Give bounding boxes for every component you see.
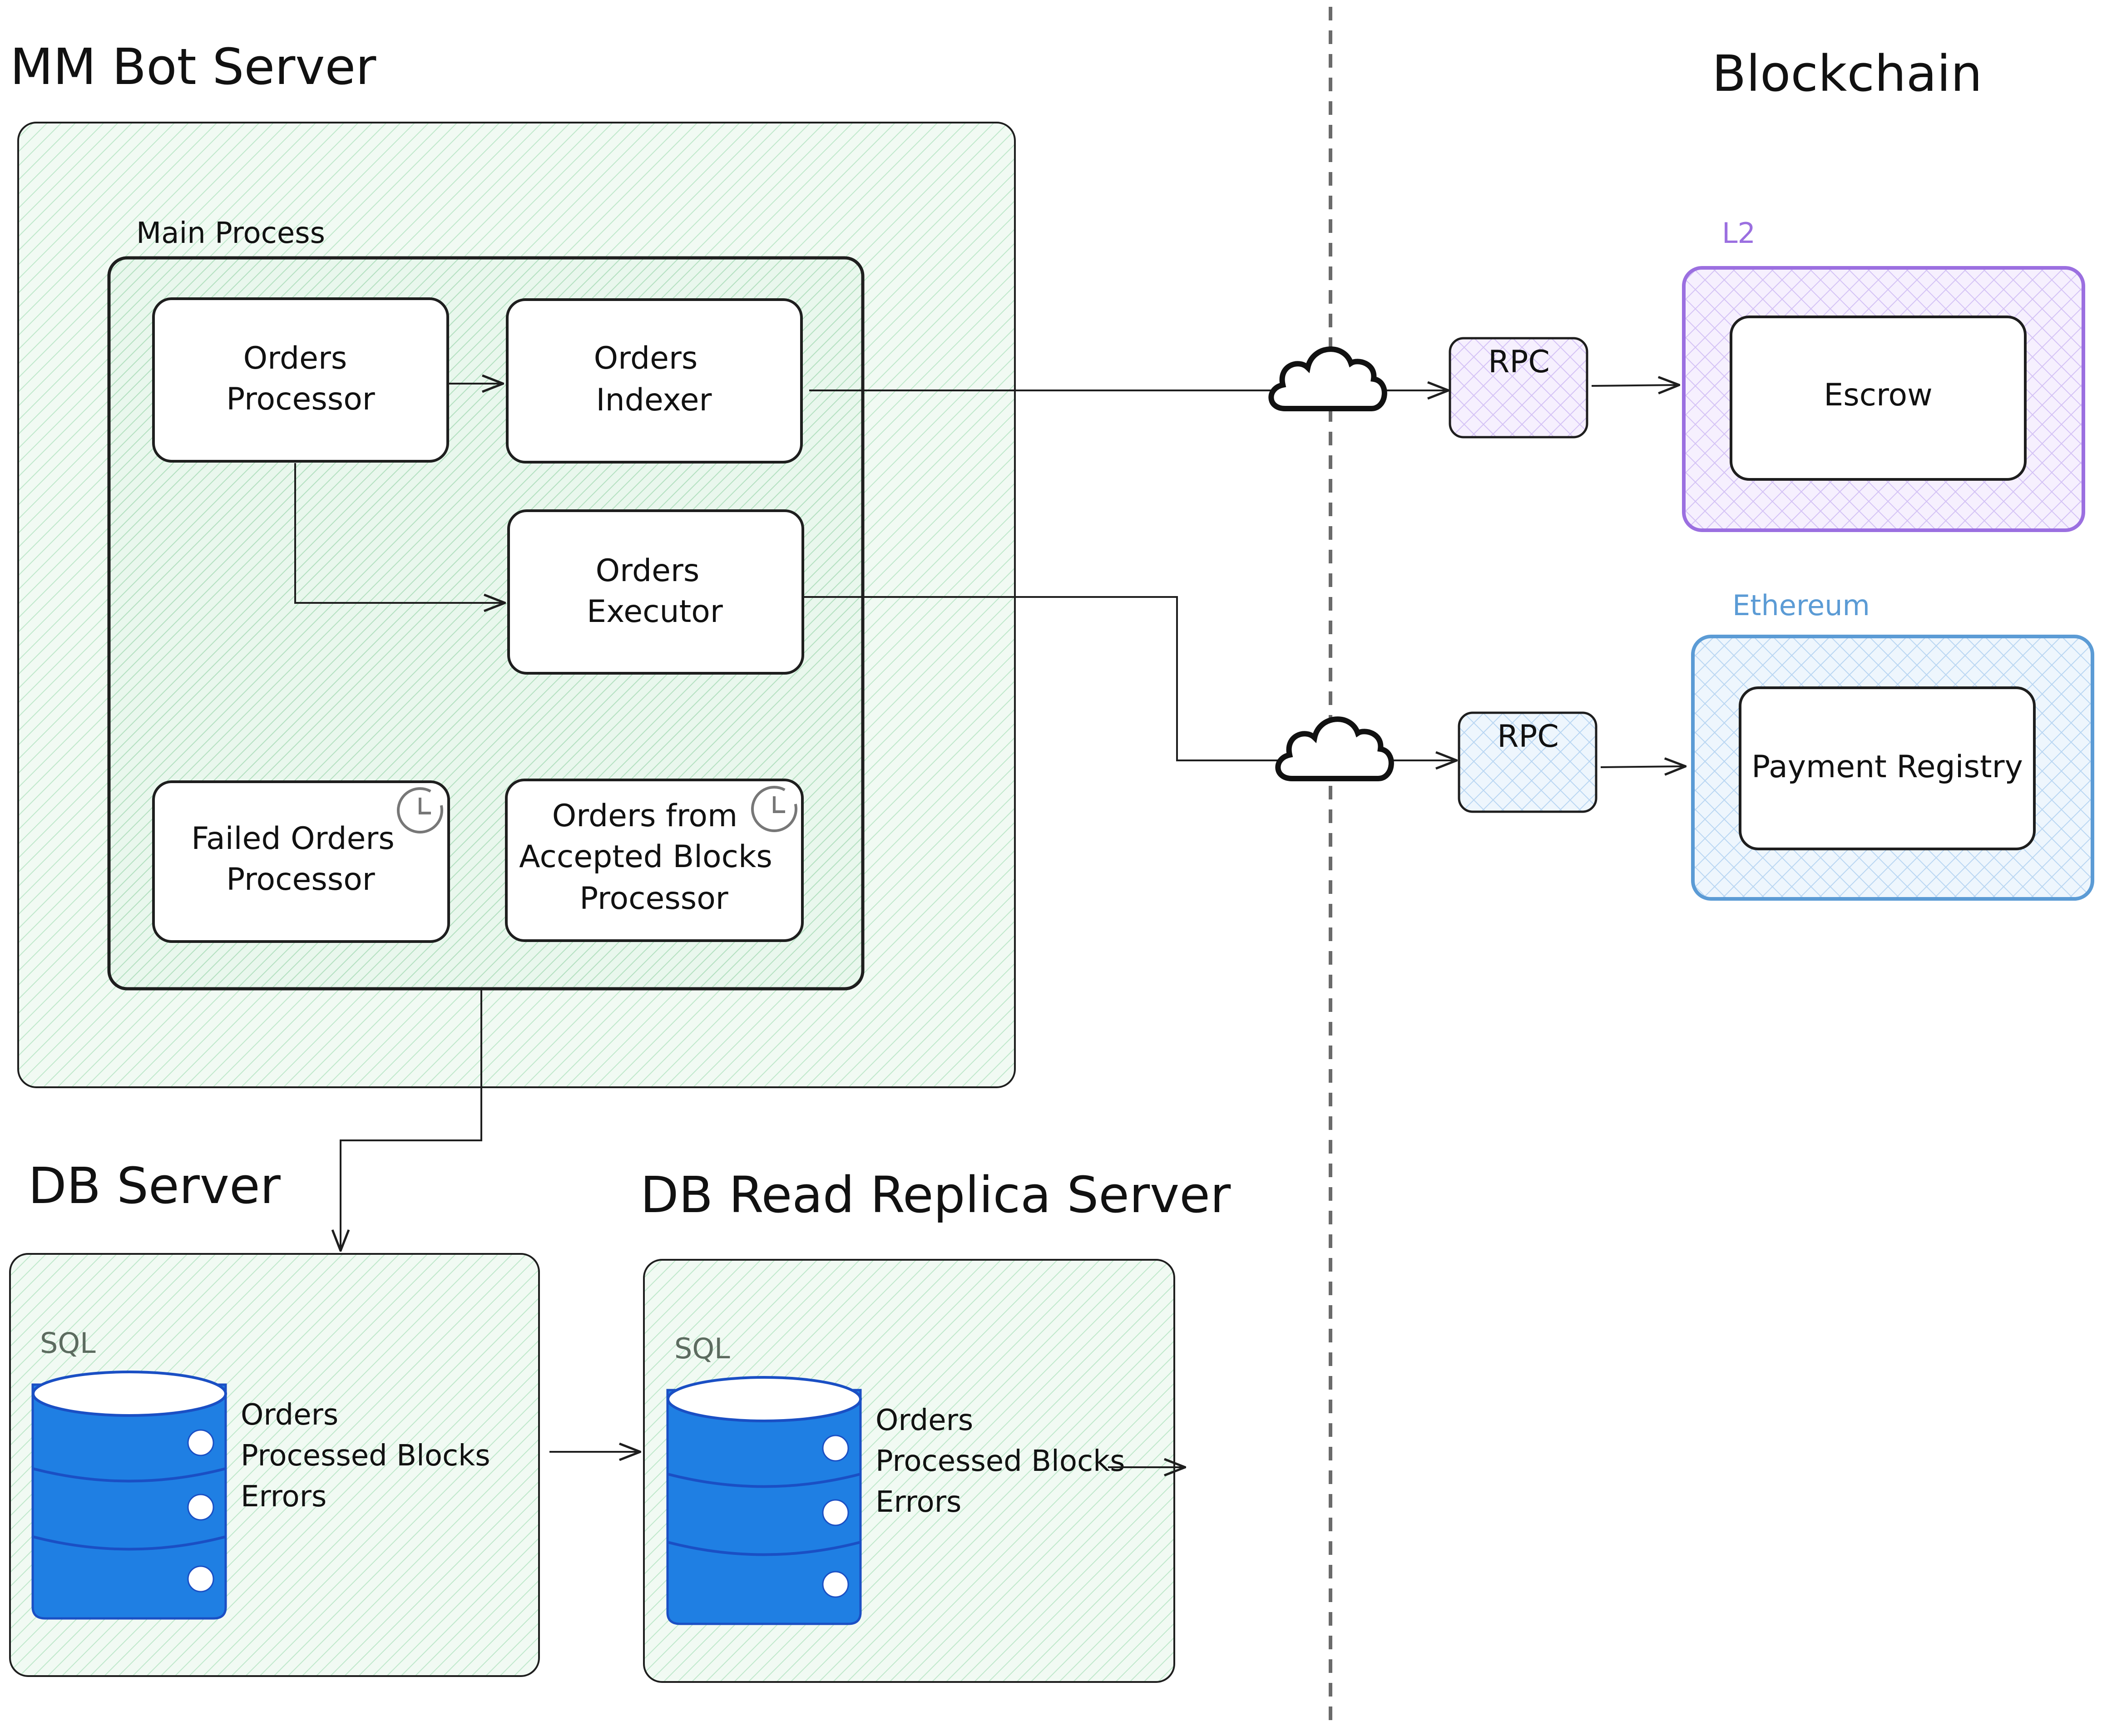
db-table-errors: Errors (241, 1480, 326, 1514)
eth-rpc-node[interactable]: RPC (1458, 711, 1598, 813)
l2-rpc-node[interactable]: RPC (1449, 337, 1588, 439)
db-table-processed-blocks: Processed Blocks (241, 1439, 490, 1473)
accepted-blocks-processor-box[interactable]: Orders from Accepted Blocks Processor (505, 779, 804, 942)
payment-registry-label: Payment Registry (1751, 749, 2023, 785)
replica-table-errors: Errors (875, 1485, 961, 1519)
internet-cloud-icon (1275, 716, 1394, 781)
l2-rpc-label: RPC (1488, 344, 1550, 380)
orders-indexer-box[interactable]: Orders Indexer (506, 298, 803, 464)
replica-table-orders: Orders (875, 1404, 973, 1437)
database-icon (31, 1371, 227, 1620)
orders-indexer-line1: Orders (594, 340, 698, 376)
main-process-label: Main Process (136, 217, 325, 250)
clock-icon (751, 786, 797, 832)
db-read-replica-title: DB Read Replica Server (640, 1166, 1231, 1224)
orders-processor-line1: Orders (243, 340, 347, 376)
clock-icon (397, 787, 443, 833)
db-sql-tag: SQL (40, 1327, 96, 1360)
orders-processor-line2: Processor (226, 381, 375, 417)
replica-sql-tag: SQL (674, 1332, 730, 1365)
database-icon (666, 1376, 862, 1625)
failed-orders-processor-box[interactable]: Failed Orders Processor (152, 780, 450, 943)
orders-processor-box[interactable]: Orders Processor (152, 297, 449, 463)
arrow-l2-rpc-to-escrow (1591, 385, 1679, 386)
l2-label: L2 (1722, 217, 1756, 250)
replica-table-processed-blocks: Processed Blocks (875, 1445, 1125, 1478)
escrow-box[interactable]: Escrow (1730, 316, 2027, 481)
orders-executor-box[interactable]: Orders Executor (507, 509, 804, 675)
db-server-title: DB Server (28, 1157, 281, 1215)
accepted-blocks-processor-line1: Orders from (552, 798, 738, 834)
escrow-label: Escrow (1824, 377, 1932, 413)
mm-bot-server-title: MM Bot Server (10, 38, 376, 96)
internet-cloud-icon (1268, 346, 1387, 411)
eth-rpc-label: RPC (1497, 719, 1559, 755)
arrow-processor-to-executor (294, 463, 505, 603)
failed-orders-processor-line2: Processor (226, 862, 375, 898)
accepted-blocks-processor-line3: Processor (579, 881, 728, 917)
accepted-blocks-processor-line2: Accepted Blocks (519, 839, 772, 875)
blockchain-title: Blockchain (1712, 44, 1982, 103)
orders-executor-line1: Orders (596, 553, 700, 589)
failed-orders-processor-line1: Failed Orders (191, 821, 395, 857)
orders-indexer-line2: Indexer (596, 382, 712, 418)
orders-executor-line2: Executor (587, 594, 723, 630)
db-table-orders: Orders (241, 1398, 338, 1432)
ethereum-label: Ethereum (1732, 589, 1870, 622)
arrow-eth-rpc-to-payment-registry (1600, 766, 1686, 767)
payment-registry-box[interactable]: Payment Registry (1739, 686, 2036, 850)
arrow-main-process-to-db (341, 990, 482, 1251)
